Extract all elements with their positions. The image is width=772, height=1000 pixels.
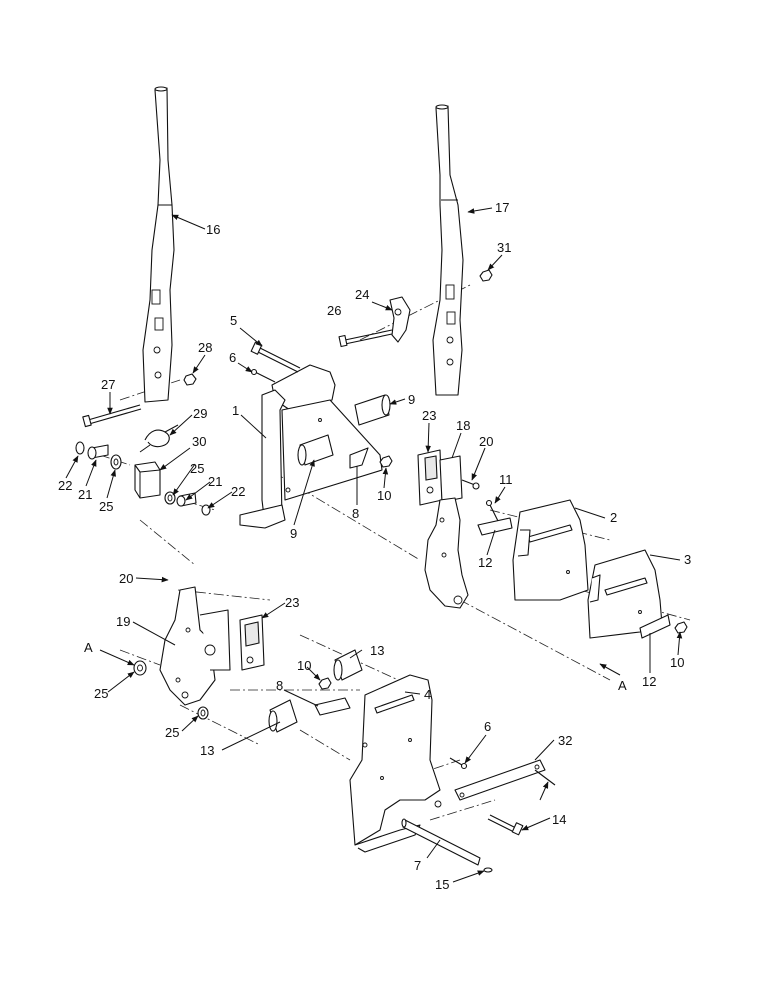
bracket-4 (349, 674, 442, 853)
callout-24: 24 (355, 287, 369, 302)
latch-24 (389, 296, 411, 343)
arm-plate-upper (424, 497, 469, 609)
callout-6-lower: 6 (484, 719, 491, 734)
callout-31: 31 (497, 240, 511, 255)
callout-23-upper: 23 (422, 408, 436, 423)
handle-right-17 (432, 104, 464, 396)
spacer-21-left (87, 444, 109, 460)
bushing-25-lower-2 (197, 706, 209, 720)
plate-18 (439, 455, 463, 503)
callout-4: 4 (424, 687, 431, 702)
nut-10-right (674, 621, 688, 634)
callout-8-upper: 8 (352, 506, 359, 521)
bolt-5 (250, 341, 301, 373)
callout-10-right: 10 (670, 655, 684, 670)
nut-10-upper (379, 455, 393, 468)
callout-23-lower: 23 (285, 595, 299, 610)
callout-5: 5 (230, 313, 237, 328)
callout-14: 14 (552, 812, 566, 827)
callout-22-a: 22 (58, 478, 72, 493)
washer-22-mid (201, 504, 211, 516)
callout-13-lower: 13 (200, 743, 214, 758)
callout-21-b: 21 (208, 474, 222, 489)
callout-10-lower: 10 (297, 658, 311, 673)
callout-6-upper: 6 (229, 350, 236, 365)
callout-25-b: 25 (190, 461, 204, 476)
callout-22-b: 22 (231, 484, 245, 499)
screw-6-lower (449, 757, 468, 770)
callout-9-upper: 9 (408, 392, 415, 407)
bolt-14 (487, 769, 556, 836)
callout-29: 29 (193, 406, 207, 421)
callout-3: 3 (684, 552, 691, 567)
callout-16: 16 (206, 222, 220, 237)
callout-26: 26 (327, 303, 341, 318)
bushing-25-lower-1 (133, 660, 147, 676)
nut-10-lower (318, 677, 332, 690)
callout-20-upper: 20 (479, 434, 493, 449)
callout-8-lower: 8 (276, 678, 283, 693)
roller-13-lower (268, 699, 298, 733)
callout-A-right: A (618, 678, 627, 693)
clip-8-lower (314, 697, 351, 716)
callout-15: 15 (435, 877, 449, 892)
callout-12-lower: 12 (642, 674, 656, 689)
callout-32: 32 (558, 733, 572, 748)
roller-9-upper (354, 394, 391, 426)
clip-12-lower (639, 614, 671, 639)
callout-28: 28 (198, 340, 212, 355)
callout-labels: 16 17 31 24 26 5 6 28 27 29 30 1 9 9 8 1… (58, 200, 691, 892)
callout-18: 18 (456, 418, 470, 433)
arm-19 (159, 586, 231, 706)
callout-25-c: 25 (94, 686, 108, 701)
callout-2: 2 (610, 510, 617, 525)
callout-27: 27 (101, 377, 115, 392)
callout-1: 1 (232, 403, 239, 418)
callout-19: 19 (116, 614, 130, 629)
callout-13-upper: 13 (370, 643, 384, 658)
roller-13-upper (333, 649, 363, 681)
roller-9-lower (297, 434, 334, 466)
screw-6-upper (250, 368, 276, 383)
callout-7: 7 (414, 858, 421, 873)
plate-23-lower (239, 614, 265, 671)
callout-30: 30 (192, 434, 206, 449)
nut-28 (183, 373, 197, 386)
rod-7 (401, 818, 481, 866)
bolt-26 (338, 329, 393, 348)
guide-plate-2 (512, 499, 589, 601)
callout-21-a: 21 (78, 487, 92, 502)
handle-left-16 (142, 86, 175, 403)
bushing-25-left (110, 454, 122, 470)
callout-12-upper: 12 (478, 555, 492, 570)
clip-15 (483, 867, 493, 873)
spring-29 (139, 424, 179, 453)
guide-plate-3 (587, 549, 663, 639)
bushing-25-mid (164, 491, 176, 505)
callout-A-left: A (84, 640, 93, 655)
callout-20-lower: 20 (119, 571, 133, 586)
callout-25-d: 25 (165, 725, 179, 740)
leader-lines (65, 207, 683, 883)
link-bar-32 (454, 759, 546, 801)
callout-10-upper: 10 (377, 488, 391, 503)
screw-20-upper (461, 479, 480, 490)
plate-23-upper (417, 449, 443, 506)
clip-12-upper (477, 517, 513, 536)
callout-9-lower: 9 (290, 526, 297, 541)
bolt-27 (82, 404, 142, 428)
washer-22-left (75, 441, 85, 455)
bracket-30 (134, 461, 161, 499)
callout-17: 17 (495, 200, 509, 215)
callout-11: 11 (499, 472, 513, 487)
callout-25-a: 25 (99, 499, 113, 514)
nut-31 (479, 269, 493, 282)
